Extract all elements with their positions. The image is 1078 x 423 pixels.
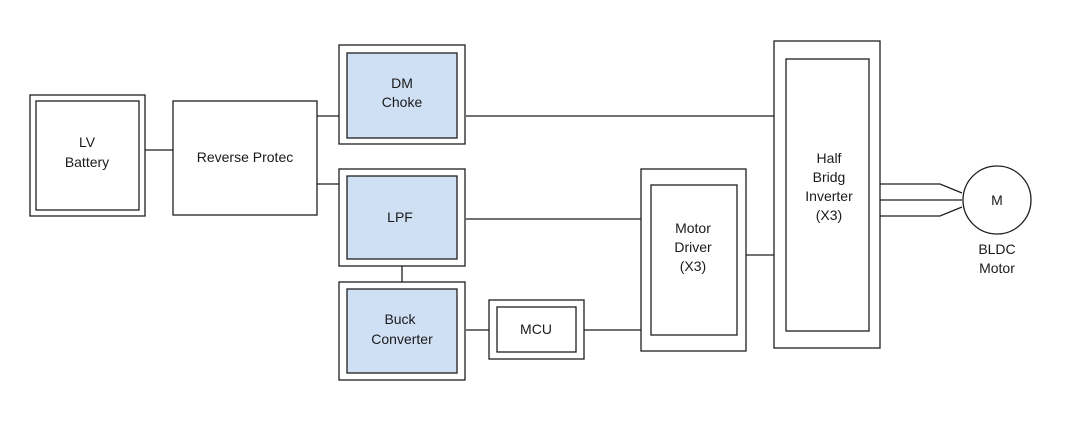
inverter-label-line4: (X3) xyxy=(816,207,842,223)
motor-label-line2: Motor xyxy=(979,260,1015,276)
buck-converter-block: Buck Converter xyxy=(338,281,466,381)
dm-choke-label-line1: DM xyxy=(391,75,413,91)
reverse-protection-block: Reverse Protec xyxy=(172,100,318,216)
motor-driver-label-line1: Motor xyxy=(675,220,711,236)
buck-converter-label-line2: Converter xyxy=(371,331,433,347)
mcu-block: MCU xyxy=(488,299,585,360)
dm-choke-label-line2: Choke xyxy=(382,94,423,110)
motor-symbol-letter: M xyxy=(991,192,1003,208)
bldc-motor: M BLDC Motor xyxy=(962,165,1032,276)
dm-choke-block: DM Choke xyxy=(338,44,466,145)
inverter-label-line3: Inverter xyxy=(805,188,853,204)
lv-battery-label-line1: LV xyxy=(79,134,96,150)
lv-battery-label-line2: Battery xyxy=(65,154,109,170)
wire-phase-w xyxy=(880,206,963,217)
mcu-label: MCU xyxy=(520,321,552,337)
lpf-label: LPF xyxy=(387,209,413,225)
motor-driver-label-line2: Driver xyxy=(674,239,712,255)
inverter-label-line1: Half xyxy=(817,150,842,166)
lpf-block: LPF xyxy=(338,168,466,267)
motor-driver-label-line3: (X3) xyxy=(680,258,706,274)
motor-symbol-circle xyxy=(962,165,1032,235)
motor-driver-block: Motor Driver (X3) xyxy=(640,168,747,352)
half-bridge-inverter-block: Half Bridg Inverter (X3) xyxy=(773,40,881,349)
buck-converter-label-line1: Buck xyxy=(384,311,416,327)
motor-label-line1: BLDC xyxy=(978,241,1015,257)
reverse-protection-label: Reverse Protec xyxy=(197,149,293,165)
inverter-label-line2: Bridg xyxy=(813,169,846,185)
lv-battery-block: LV Battery xyxy=(29,94,146,217)
wire-phase-u xyxy=(880,183,963,194)
connections xyxy=(145,115,963,331)
